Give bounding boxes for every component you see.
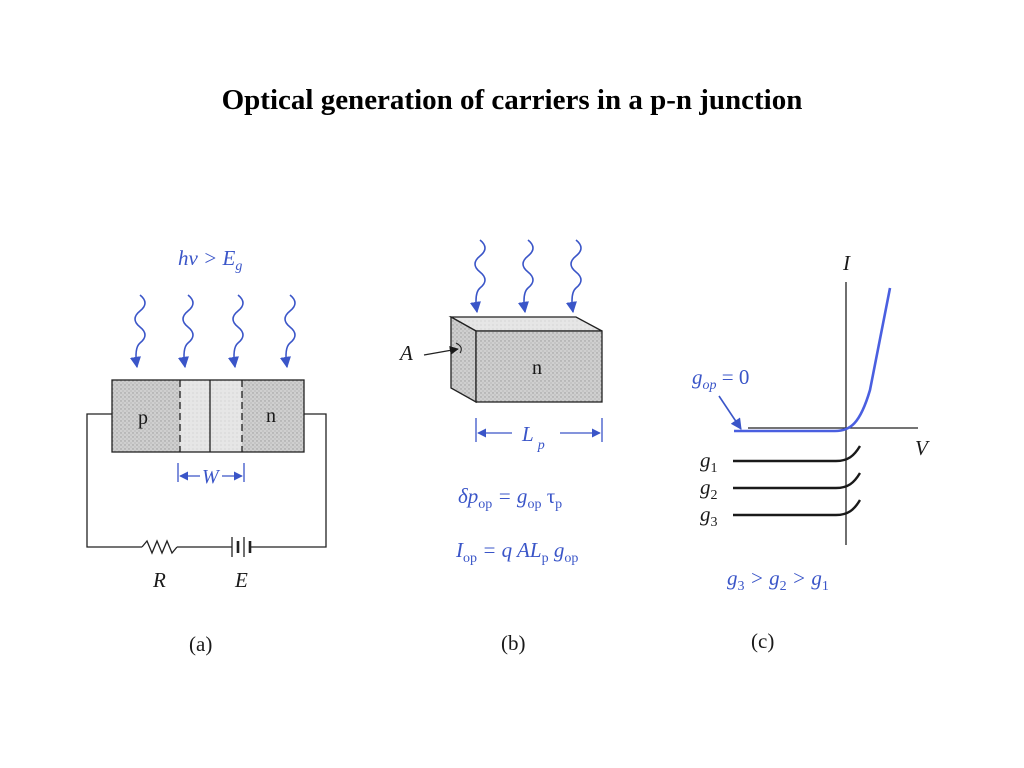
area-pointer — [423, 345, 459, 356]
p-region-label: p — [138, 407, 148, 429]
area-hook — [455, 342, 462, 354]
iv-curve-g1 — [733, 445, 862, 463]
battery-symbol — [231, 537, 252, 557]
caption-a: (a) — [189, 632, 212, 656]
iv-curve-g3 — [733, 499, 862, 517]
photon-arrows — [129, 294, 296, 369]
pn-junction-block — [111, 379, 305, 453]
external-circuit — [86, 413, 327, 557]
gop-zero-label: gop = 0 — [692, 365, 749, 393]
photon-arrow — [279, 294, 296, 369]
page-title: Optical generation of carriers in a p-n … — [221, 84, 803, 116]
photon-arrow — [227, 294, 244, 369]
g3-label: g3 — [700, 502, 718, 530]
photon-arrows-b — [469, 239, 582, 314]
gop-zero-pointer — [718, 395, 742, 430]
caption-c: (c) — [751, 629, 774, 653]
photon-arrow — [469, 239, 486, 314]
n-region-block — [448, 315, 603, 404]
equation-excess-holes: δpop = gop τp — [458, 484, 562, 512]
n-region-label: n — [266, 405, 276, 427]
illuminated-curves — [733, 445, 862, 517]
g1-label: g1 — [700, 448, 718, 476]
length-marker — [475, 418, 603, 442]
dark-iv-curve — [734, 287, 892, 433]
generation-order-label: g3 > g2 > g1 — [727, 566, 829, 594]
photon-arrow — [129, 294, 146, 369]
photon-arrow — [565, 239, 582, 314]
area-label: A — [398, 341, 413, 365]
equation-photocurrent: Iop = q ALp gop — [455, 538, 578, 566]
battery-label: E — [234, 568, 248, 592]
resistor-symbol — [141, 539, 178, 555]
current-axis-label: I — [842, 251, 851, 275]
caption-b: (b) — [501, 631, 526, 655]
n-block-label: n — [532, 357, 542, 379]
iv-curve-g2 — [733, 472, 862, 490]
depletion-width-marker — [177, 463, 245, 482]
panel-c: I V gop = 0 g1 g2 g3 g3 > g2 > g1 (c) — [692, 251, 930, 653]
photon-arrow — [177, 294, 194, 369]
g2-label: g2 — [700, 475, 718, 503]
photon-arrow — [517, 239, 534, 314]
panel-a: hν > Eg p n W — [86, 246, 327, 656]
photon-energy-label: hν > Eg — [178, 246, 242, 274]
width-label: W — [202, 466, 221, 488]
voltage-axis-label: V — [915, 436, 930, 460]
resistor-label: R — [152, 568, 166, 592]
